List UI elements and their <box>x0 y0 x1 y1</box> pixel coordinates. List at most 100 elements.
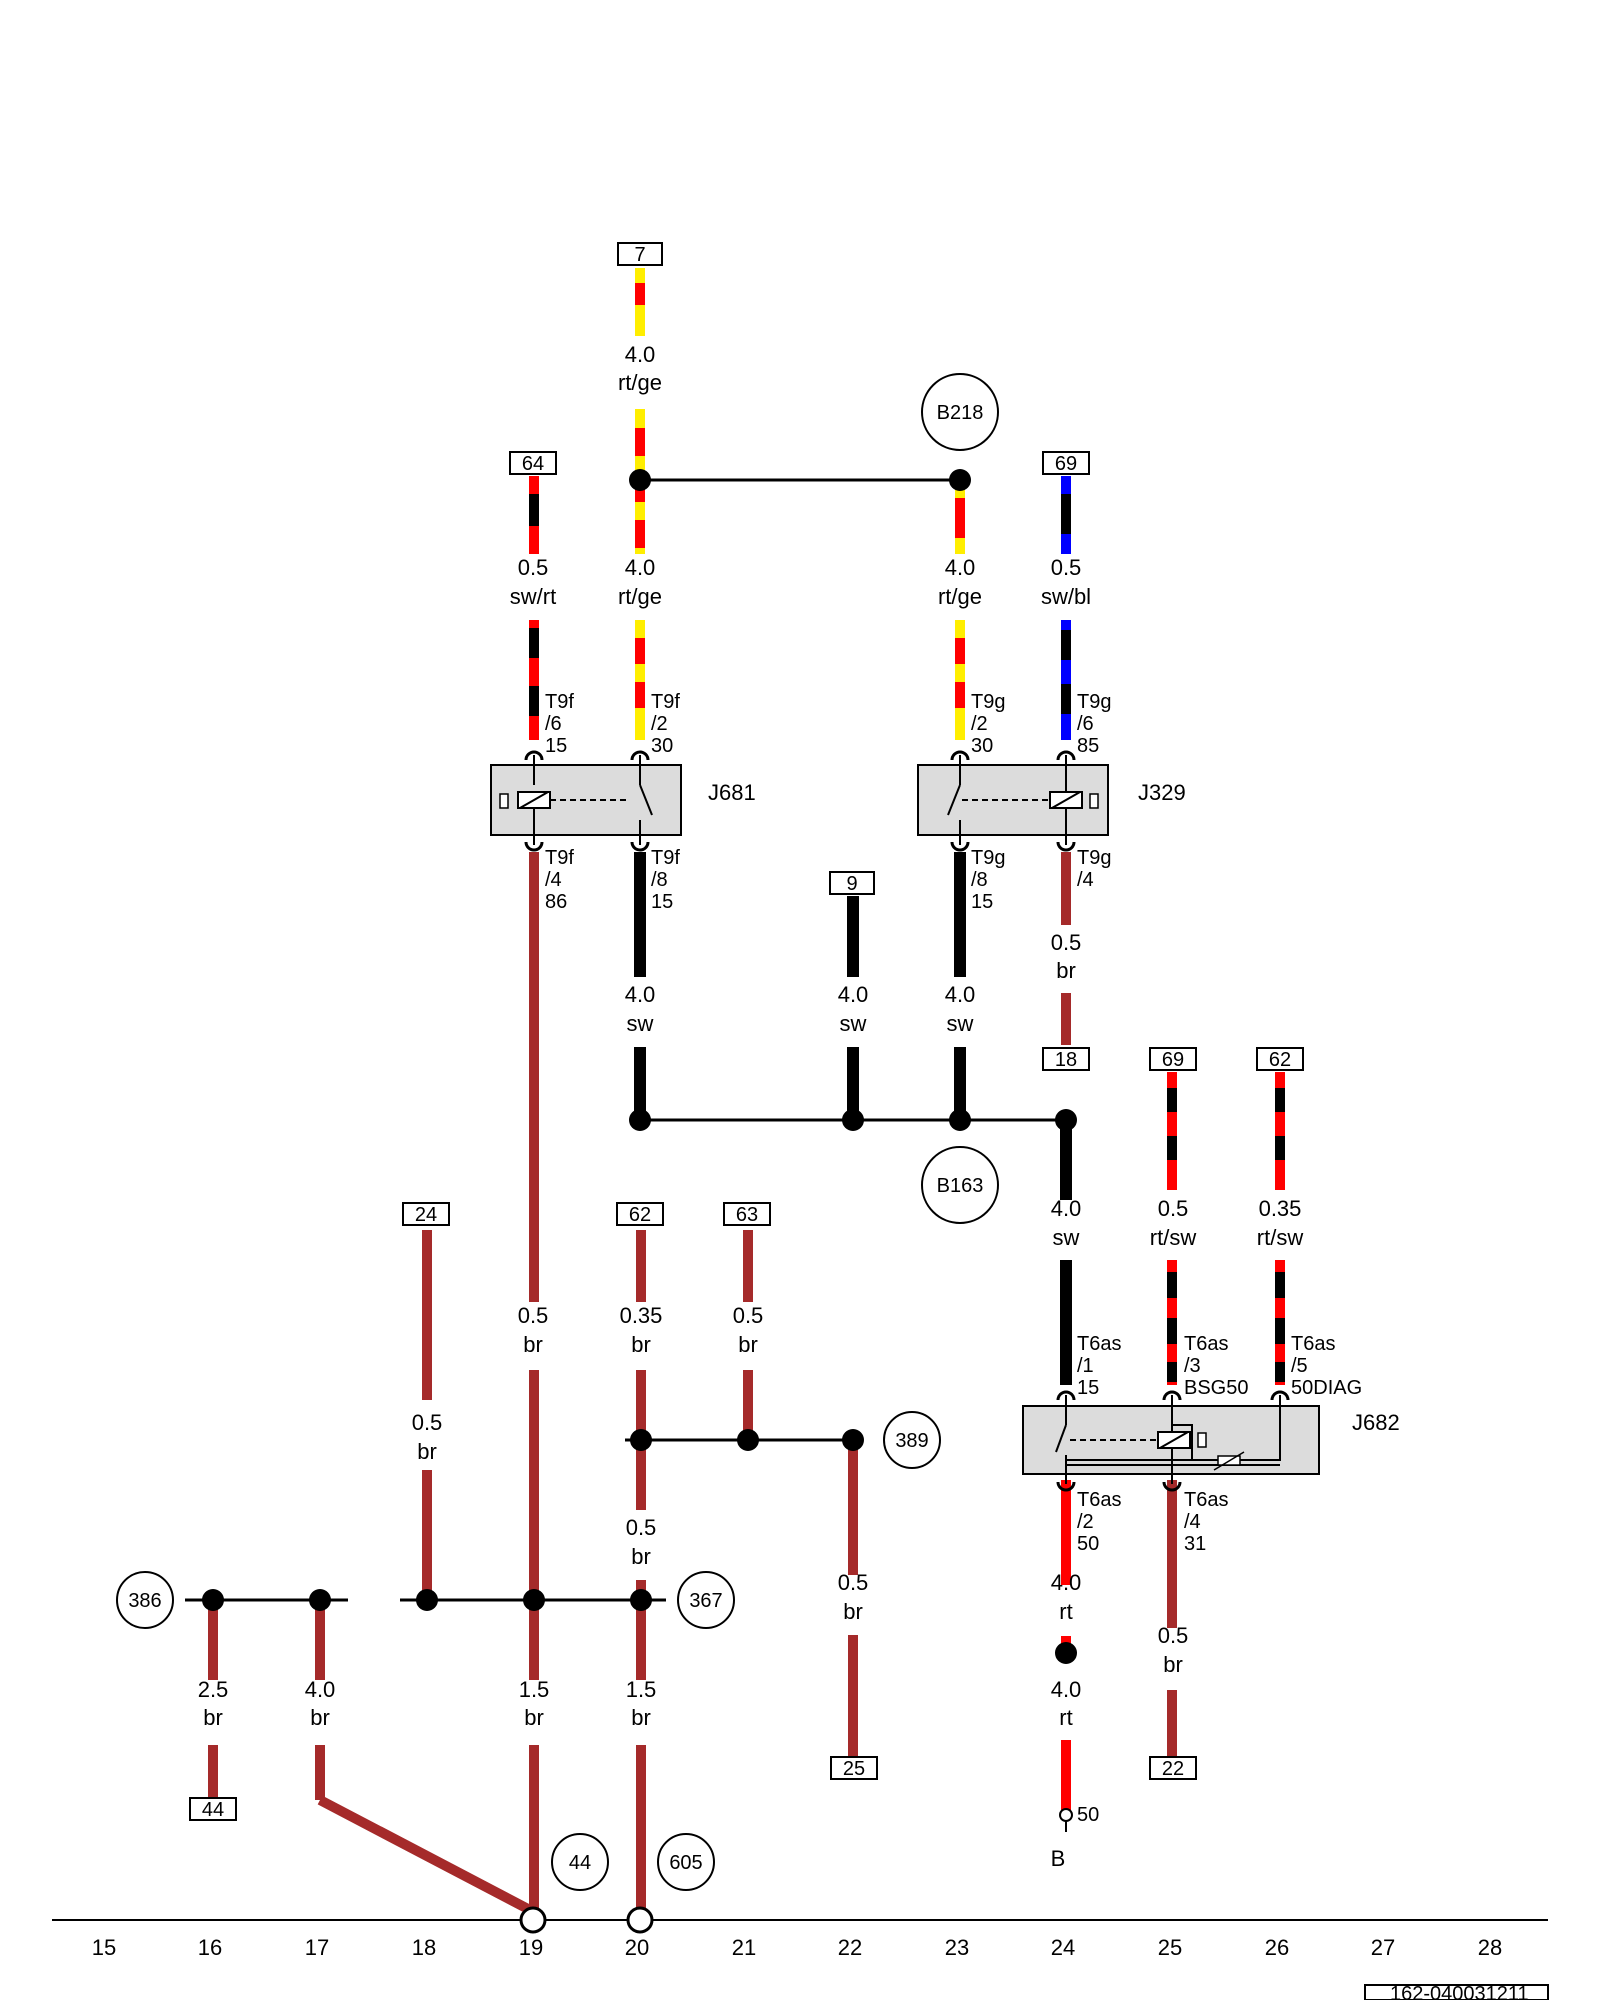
doc-id-box <box>1364 1984 1549 2000</box>
svg-text:/5: /5 <box>1291 1355 1308 1377</box>
ground-node-19 <box>519 1906 547 1934</box>
splice-dots <box>202 469 1077 1664</box>
ref-boxes <box>189 242 1304 1821</box>
svg-text:4.0: 4.0 <box>1051 1196 1082 1221</box>
svg-text:1.5: 1.5 <box>519 1677 550 1702</box>
svg-text:T9f: T9f <box>545 847 574 869</box>
svg-text:0.5: 0.5 <box>518 1303 549 1328</box>
terminal-b-node <box>1059 1808 1073 1822</box>
ref-62-a: 62 <box>1269 1049 1291 1071</box>
svg-text:T9f: T9f <box>651 691 680 713</box>
svg-text:T9g: T9g <box>971 691 1005 713</box>
svg-text:0.5: 0.5 <box>518 555 549 580</box>
svg-text:sw: sw <box>840 1011 867 1036</box>
pin-arcs <box>524 750 1290 1492</box>
svg-text:4.0: 4.0 <box>305 1677 336 1702</box>
svg-text:br: br <box>417 1439 437 1464</box>
svg-text:30: 30 <box>971 735 993 757</box>
svg-text:15: 15 <box>971 891 993 913</box>
svg-text:0.5: 0.5 <box>733 1303 764 1328</box>
svg-text:br: br <box>631 1544 651 1569</box>
svg-text:/8: /8 <box>971 869 988 891</box>
svg-text:BSG50: BSG50 <box>1184 1377 1248 1399</box>
svg-text:br: br <box>631 1705 651 1730</box>
svg-text:26: 26 <box>1265 1935 1289 1960</box>
wire-j329-18 <box>1061 852 1071 1045</box>
svg-text:4.0: 4.0 <box>625 982 656 1007</box>
label-j329: J329 <box>1138 780 1186 805</box>
svg-text:17: 17 <box>305 1935 329 1960</box>
svg-text:50DIAG: 50DIAG <box>1291 1377 1362 1399</box>
ref-64: 64 <box>522 453 544 475</box>
ref-69-b: 69 <box>1162 1049 1184 1071</box>
wire-69-top <box>1061 476 1071 740</box>
svg-text:br: br <box>1056 958 1076 983</box>
svg-text:28: 28 <box>1478 1935 1502 1960</box>
wire-diagonal-17-19 <box>317 1795 533 1915</box>
relay-j681[interactable] <box>490 755 682 845</box>
ref-44: 44 <box>202 1799 224 1821</box>
svg-text:86: 86 <box>545 891 567 913</box>
svg-text:T6as: T6as <box>1077 1333 1121 1355</box>
svg-text:T9g: T9g <box>971 847 1005 869</box>
svg-text:sw/rt: sw/rt <box>510 584 556 609</box>
svg-text:15: 15 <box>545 735 567 757</box>
svg-text:T9f: T9f <box>651 847 680 869</box>
svg-text:br: br <box>631 1332 651 1357</box>
wires-br <box>208 852 1177 1915</box>
circle-b163: B163 <box>937 1175 984 1197</box>
svg-text:br: br <box>843 1599 863 1624</box>
svg-text:0.35: 0.35 <box>620 1303 663 1328</box>
circle-b218: B218 <box>937 402 984 424</box>
svg-text:/4: /4 <box>1184 1511 1201 1533</box>
column-numbers: 15 16 17 18 19 20 21 22 23 24 25 26 27 2… <box>92 1935 1502 1960</box>
svg-text:15: 15 <box>92 1935 116 1960</box>
svg-text:4.0: 4.0 <box>1051 1570 1082 1595</box>
terminal-b-label: B <box>1051 1846 1066 1871</box>
svg-text:T9g: T9g <box>1077 847 1111 869</box>
svg-text:31: 31 <box>1184 1533 1206 1555</box>
svg-text:23: 23 <box>945 1935 969 1960</box>
svg-text:4.0: 4.0 <box>945 982 976 1007</box>
circle-367: 367 <box>689 1590 722 1612</box>
svg-text:0.5: 0.5 <box>1158 1196 1189 1221</box>
svg-text:27: 27 <box>1371 1935 1395 1960</box>
svg-text:br: br <box>203 1705 223 1730</box>
ref-24: 24 <box>415 1204 437 1226</box>
relay-j329[interactable] <box>917 755 1109 845</box>
ref-63: 63 <box>736 1204 758 1226</box>
svg-text:0.5: 0.5 <box>1051 930 1082 955</box>
ref-9: 9 <box>846 873 857 895</box>
circle-386: 386 <box>128 1590 161 1612</box>
svg-text:rt: rt <box>1059 1599 1072 1624</box>
svg-text:rt/sw: rt/sw <box>1257 1225 1304 1250</box>
terminal-b-pin: 50 <box>1077 1804 1099 1826</box>
svg-text:0.5: 0.5 <box>1158 1623 1189 1648</box>
svg-text:T9g: T9g <box>1077 691 1111 713</box>
wire-69-62-rtsw <box>1167 1072 1285 1385</box>
svg-text:sw/bl: sw/bl <box>1041 584 1091 609</box>
wire-64 <box>529 476 539 740</box>
wires-sw-4.0 <box>634 852 1072 1385</box>
svg-text:25: 25 <box>1158 1935 1182 1960</box>
svg-text:T6as: T6as <box>1291 1333 1335 1355</box>
control-unit-j682[interactable] <box>1022 1395 1320 1484</box>
svg-text:4.0: 4.0 <box>945 555 976 580</box>
svg-text:22: 22 <box>838 1935 862 1960</box>
svg-text:0.5: 0.5 <box>838 1570 869 1595</box>
svg-text:T9f: T9f <box>545 691 574 713</box>
ref-25: 25 <box>843 1758 865 1780</box>
svg-text:2.5: 2.5 <box>198 1677 229 1702</box>
svg-text:br: br <box>524 1705 544 1730</box>
ref-62-b: 62 <box>629 1204 651 1226</box>
ground-node-20 <box>626 1906 654 1934</box>
svg-text:4.0: 4.0 <box>625 342 656 367</box>
svg-text:0.5: 0.5 <box>412 1410 443 1435</box>
circle-44: 44 <box>569 1852 591 1874</box>
svg-text:15: 15 <box>651 891 673 913</box>
svg-text:rt/ge: rt/ge <box>618 584 662 609</box>
svg-text:br: br <box>310 1705 330 1730</box>
svg-text:T6as: T6as <box>1184 1333 1228 1355</box>
svg-text:rt/ge: rt/ge <box>618 370 662 395</box>
